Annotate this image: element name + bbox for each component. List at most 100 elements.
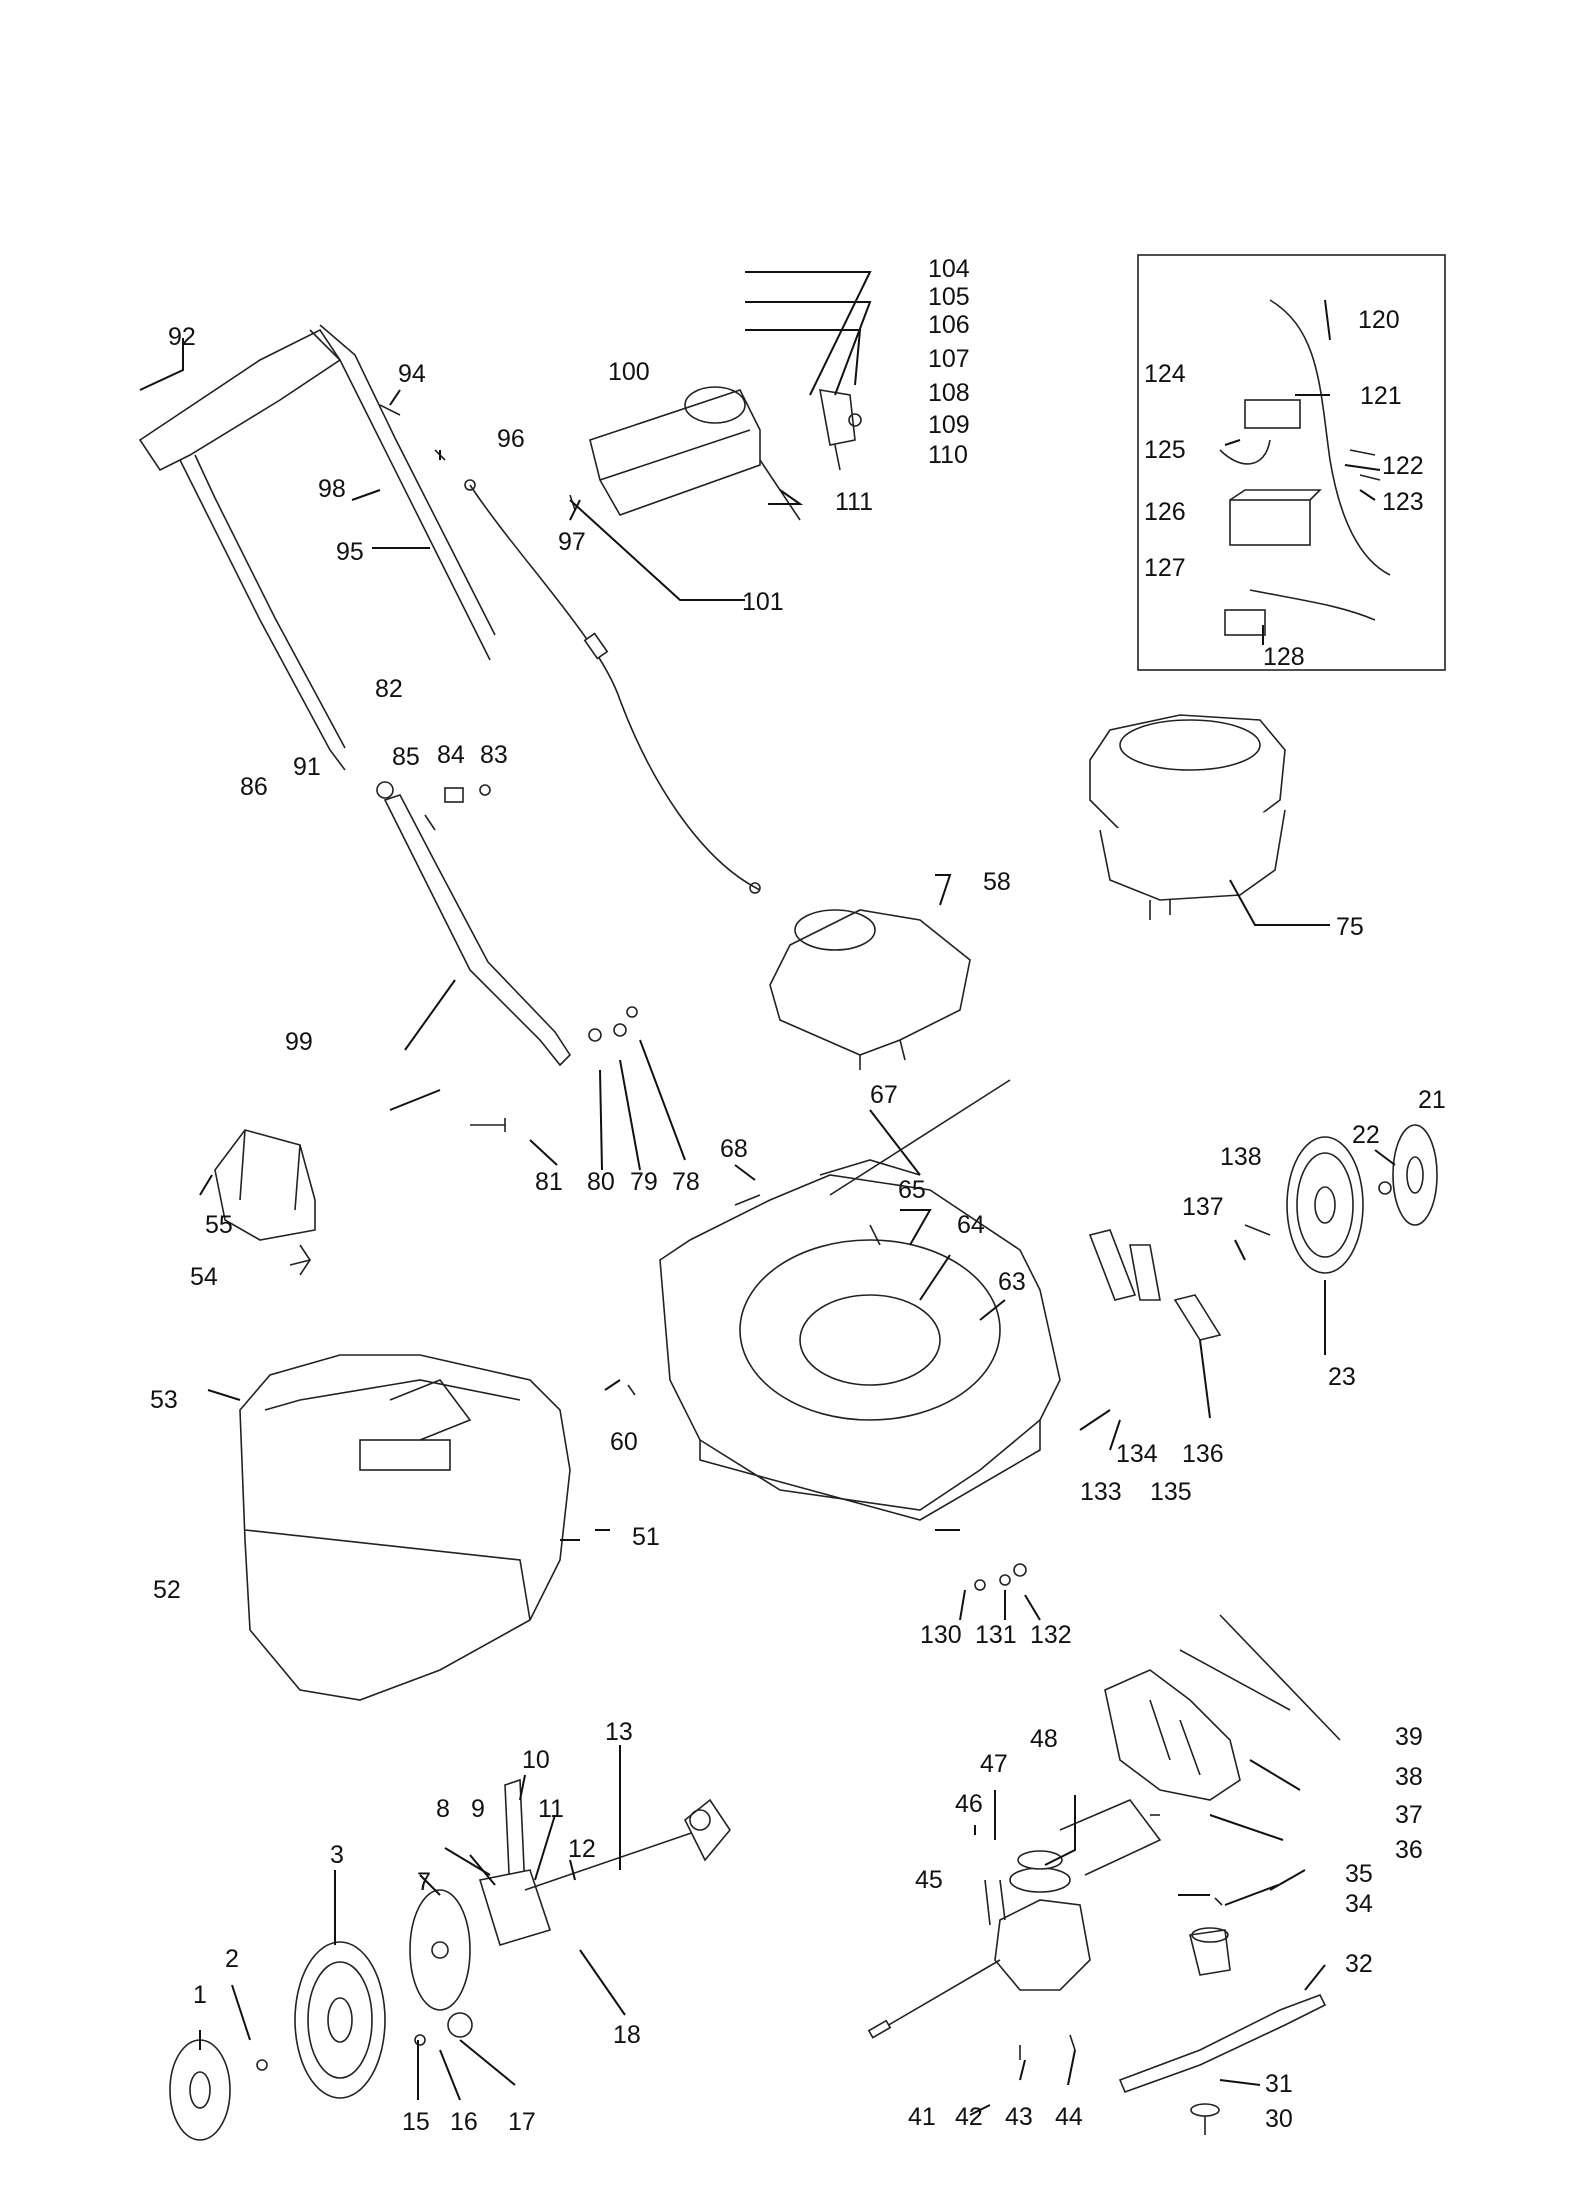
label-68: 68 [720, 1135, 748, 1163]
label-135: 135 [1150, 1478, 1192, 1506]
label-105: 105 [928, 283, 970, 311]
label-121: 121 [1360, 382, 1402, 410]
label-34: 34 [1345, 1890, 1373, 1918]
upper-handle [138, 324, 496, 771]
throttle-cable [464, 479, 761, 894]
label-17: 17 [508, 2108, 536, 2136]
label-64: 64 [957, 1211, 985, 1239]
label-95: 95 [336, 538, 364, 566]
label-126: 126 [1144, 498, 1186, 526]
label-125: 125 [1144, 436, 1186, 464]
label-138: 138 [1220, 1143, 1262, 1171]
label-91: 91 [293, 753, 321, 781]
label-75: 75 [1336, 913, 1364, 941]
label-7: 7 [417, 1868, 431, 1896]
label-48: 48 [1030, 1725, 1058, 1753]
height-adjust-front [478, 1778, 731, 1946]
label-133: 133 [1080, 1478, 1122, 1506]
label-1: 1 [193, 1981, 207, 2009]
label-13: 13 [605, 1718, 633, 1746]
label-107: 107 [928, 345, 970, 373]
label-108: 108 [928, 379, 970, 407]
label-46: 46 [955, 1790, 983, 1818]
label-98: 98 [318, 475, 346, 503]
label-65: 65 [898, 1176, 926, 1204]
label-45: 45 [915, 1866, 943, 1894]
engine-cover-58 [769, 909, 971, 1070]
label-130: 130 [920, 1621, 962, 1649]
label-8: 8 [436, 1795, 450, 1823]
rear-axle-and-guard [829, 1079, 1222, 1341]
label-83: 83 [480, 741, 508, 769]
label-92: 92 [168, 323, 196, 351]
label-111: 111 [835, 488, 873, 516]
label-47: 47 [980, 1750, 1008, 1778]
belt-guard-37 [1104, 1614, 1341, 1801]
label-30: 30 [1265, 2105, 1293, 2133]
label-81: 81 [535, 1168, 563, 1196]
label-3: 3 [330, 1841, 344, 1869]
label-80: 80 [587, 1168, 615, 1196]
rear-wheel-23 [1244, 1124, 1438, 1274]
label-128: 128 [1263, 643, 1305, 671]
label-127: 127 [1144, 554, 1186, 582]
label-54: 54 [190, 1263, 218, 1291]
label-12: 12 [568, 1835, 596, 1863]
grass-bag-frame [239, 1354, 571, 1701]
label-18: 18 [613, 2021, 641, 2049]
label-23: 23 [1328, 1363, 1356, 1391]
label-2: 2 [225, 1945, 239, 1973]
label-11: 11 [538, 1795, 564, 1823]
label-52: 52 [153, 1576, 181, 1604]
blade-assembly [1118, 1897, 1327, 2135]
control-lever-104 [759, 389, 862, 521]
label-10: 10 [522, 1746, 550, 1774]
callout-labels: 92 94 96 98 95 97 100 101 104 105 106 10… [150, 255, 1446, 2136]
label-101: 101 [742, 588, 784, 616]
label-53: 53 [150, 1386, 178, 1414]
label-82: 82 [375, 675, 403, 703]
label-136: 136 [1182, 1440, 1224, 1468]
label-110: 110 [928, 441, 968, 469]
label-131: 131 [975, 1621, 1017, 1649]
label-32: 32 [1345, 1950, 1373, 1978]
label-109: 109 [928, 411, 970, 439]
label-96: 96 [497, 425, 525, 453]
label-94: 94 [398, 360, 426, 388]
label-85: 85 [392, 743, 420, 771]
label-16: 16 [450, 2108, 478, 2136]
label-100: 100 [608, 358, 650, 386]
mower-deck-63 [659, 1159, 1061, 1521]
label-15: 15 [402, 2108, 430, 2136]
control-bail-100 [589, 386, 761, 516]
label-99: 99 [285, 1028, 313, 1056]
label-42: 42 [955, 2103, 983, 2131]
label-21: 21 [1418, 1086, 1446, 1114]
leader-lines [139, 271, 1396, 2116]
label-43: 43 [1005, 2103, 1033, 2131]
mulch-plug-55 [214, 1129, 316, 1276]
label-55: 55 [205, 1211, 233, 1239]
label-60: 60 [610, 1428, 638, 1456]
label-84: 84 [437, 741, 465, 769]
label-63: 63 [998, 1268, 1026, 1296]
label-78: 78 [672, 1168, 700, 1196]
engine-75 [1089, 714, 1286, 920]
label-123: 123 [1382, 488, 1424, 516]
label-39: 39 [1395, 1723, 1423, 1751]
drive-gearbox [867, 1799, 1162, 2039]
label-134: 134 [1116, 1440, 1158, 1468]
front-wheel-3 [169, 1889, 473, 2141]
label-9: 9 [471, 1795, 485, 1823]
label-58: 58 [983, 868, 1011, 896]
label-122: 122 [1382, 452, 1424, 480]
label-120: 120 [1358, 306, 1400, 334]
label-22: 22 [1352, 1121, 1380, 1149]
label-37: 37 [1395, 1801, 1423, 1829]
label-79: 79 [630, 1168, 658, 1196]
label-36: 36 [1395, 1836, 1423, 1864]
label-35: 35 [1345, 1860, 1373, 1888]
label-137: 137 [1182, 1193, 1224, 1221]
label-97: 97 [558, 528, 586, 556]
